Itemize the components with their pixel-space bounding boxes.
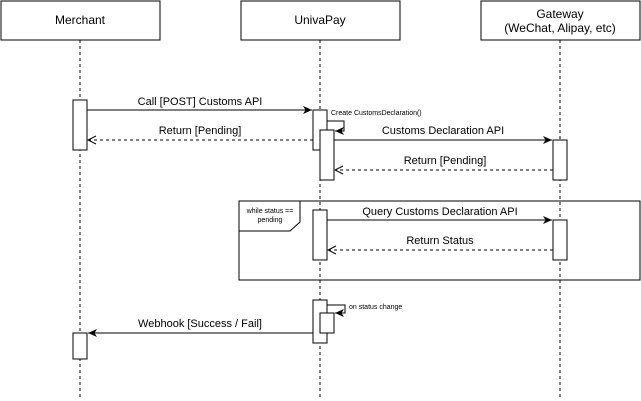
message-label: Return [Pending] xyxy=(159,125,242,137)
univapay-activation-3-nested xyxy=(319,312,335,334)
univapay-activation-1-nested xyxy=(319,129,335,181)
gateway-activation-1 xyxy=(552,139,568,181)
message-label: Webhook [Success / Fail] xyxy=(138,318,262,330)
merchant-activation-2 xyxy=(72,332,88,360)
message-return-status: Return Status xyxy=(328,235,553,250)
gateway-activation-2 xyxy=(552,219,568,261)
loop-label-line1: while status == xyxy=(246,208,294,215)
gateway-label-line2: (WeChat, Alipay, etc) xyxy=(504,21,616,35)
message-query-customs-declaration-api: Query Customs Declaration API xyxy=(327,206,552,224)
message-customs-declaration-api: Customs Declaration API xyxy=(334,125,552,144)
message-label: Call [POST] Customs API xyxy=(138,96,263,108)
message-webhook: Webhook [Success / Fail] xyxy=(88,318,313,337)
gateway-label-line1: Gateway xyxy=(536,7,583,21)
merchant-activation-1 xyxy=(72,99,88,151)
merchant-label: Merchant xyxy=(55,13,106,27)
message-label: Query Customs Declaration API xyxy=(362,206,517,218)
message-create-customs-declaration: Create CustomsDeclaration() xyxy=(327,110,422,135)
message-on-status-change: on status change xyxy=(327,304,402,317)
message-label: Return [Pending] xyxy=(404,155,487,167)
participant-univapay: UnivaPay xyxy=(240,0,401,41)
message-label: Create CustomsDeclaration() xyxy=(331,110,422,117)
message-return-pending-merchant: Return [Pending] xyxy=(88,125,313,140)
univapay-activation-2 xyxy=(312,209,328,261)
message-return-pending-gateway: Return [Pending] xyxy=(335,155,553,170)
loop-label-line2: pending xyxy=(258,217,283,224)
message-label: Customs Declaration API xyxy=(382,125,504,137)
loop-fragment: while status == pending xyxy=(238,200,641,281)
participant-gateway: Gateway (WeChat, Alipay, etc) xyxy=(480,0,641,41)
message-call-customs-api: Call [POST] Customs API xyxy=(87,96,312,114)
message-label: Return Status xyxy=(406,235,474,247)
univapay-label: UnivaPay xyxy=(294,13,345,27)
participant-merchant: Merchant xyxy=(0,0,161,41)
message-label: on status change xyxy=(349,304,402,311)
